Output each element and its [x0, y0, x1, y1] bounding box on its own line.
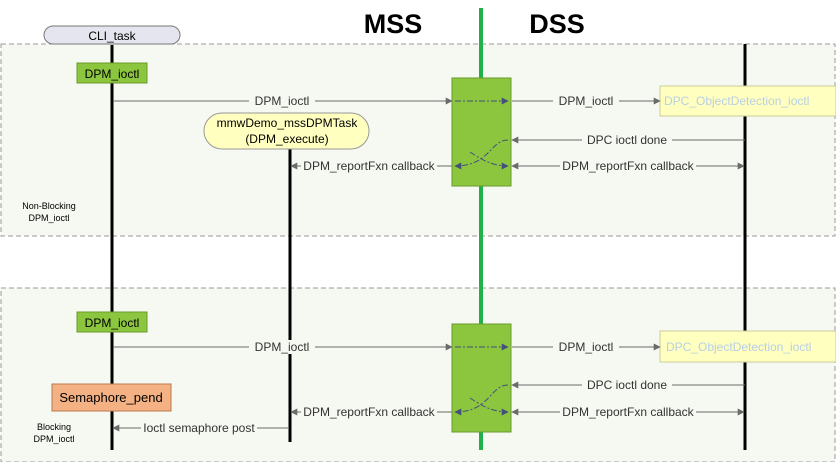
mss-internal-curve-top [454, 139, 509, 170]
dpm-task-box [203, 112, 370, 150]
semaphore-pend-label: Semaphore_pend [59, 390, 162, 405]
dpm-ioctl-box-bottom [76, 311, 148, 333]
dpm-ioctl-box-top [76, 62, 148, 84]
mss-internal-curve-top-2 [469, 151, 509, 170]
semaphore-pend-box [51, 383, 172, 412]
arrow-dpm-ioctl-mss-top-label: DPM_ioctl [255, 94, 310, 108]
dpm-ioctl-box-bottom-label: DPM_ioctl [85, 316, 140, 330]
arrow-dpc-done-bottom-label: DPC ioctl done [587, 378, 667, 392]
mss-activation-bottom [451, 323, 512, 433]
cli-task-box [43, 25, 181, 45]
arrow-dpc-done-top-label: DPC ioctl done [587, 133, 667, 147]
arrow-callback-dss-bottom-label: DPM_reportFxn callback [562, 405, 694, 419]
dpm-task-label-line1: mmwDemo_mssDPMTask [217, 116, 359, 130]
arrow-dpm-ioctl-dss-top-label: DPM_ioctl [559, 94, 614, 108]
non-blocking-label-line2: DPM_ioctl [28, 213, 69, 223]
dpm-ioctl-box-top-label: DPM_ioctl [85, 67, 140, 81]
non-blocking-label-line1: Non-Blocking [22, 201, 76, 211]
arrow-callback-mss-top-label: DPM_reportFxn callback [303, 159, 435, 173]
arrow-callback-mss-bottom-label: DPM_reportFxn callback [303, 405, 435, 419]
dpc-box-bottom-label: DPC_ObjectDetection_ioctl [666, 340, 811, 354]
arrow-semaphore-post-label: Ioctl semaphore post [143, 421, 255, 435]
mss-header: MSS [364, 9, 423, 39]
mss-activation-top [451, 77, 512, 187]
dpm-task-label-line2: (DPM_execute) [245, 132, 328, 146]
dss-header: DSS [529, 9, 585, 39]
blocking-label-line1: Blocking [37, 422, 71, 432]
dpc-box-top-label: DPC_ObjectDetection_ioctl [664, 94, 809, 108]
mss-internal-curve-bottom-2 [469, 397, 509, 416]
mss-internal-curve-bottom [454, 384, 509, 416]
blocking-label-line2: DPM_ioctl [33, 434, 74, 444]
arrow-dpm-ioctl-dss-bottom-label: DPM_ioctl [559, 340, 614, 354]
arrow-callback-dss-top-label: DPM_reportFxn callback [562, 159, 694, 173]
arrow-dpm-ioctl-mss-bottom-label: DPM_ioctl [255, 340, 310, 354]
cli-task-label: CLI_task [88, 29, 136, 43]
